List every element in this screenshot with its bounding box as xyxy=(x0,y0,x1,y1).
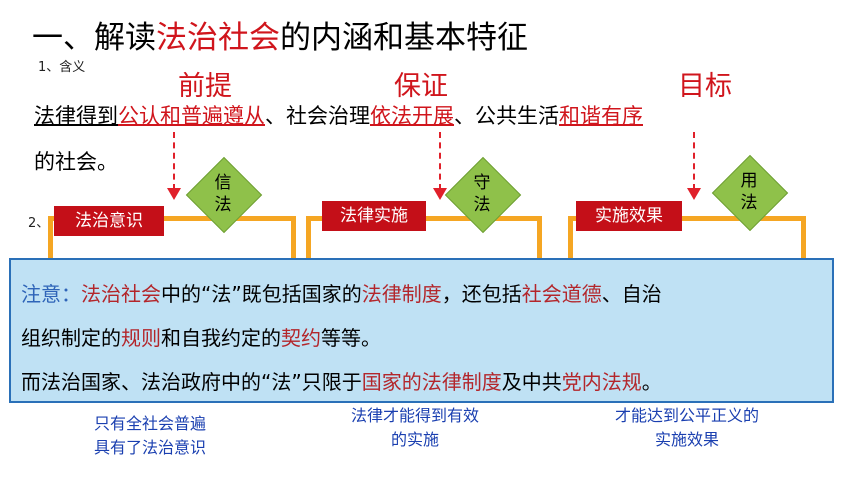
note-text: 。 xyxy=(641,370,662,394)
definition-text: 法律得到 xyxy=(34,104,118,128)
label-legal-awareness: 法治意识 xyxy=(54,206,164,236)
note-text: 、自治 xyxy=(601,282,662,306)
note-term: 法律制度 xyxy=(361,282,442,306)
arrow-down-icon xyxy=(687,188,701,200)
caption-line: 实施效果 xyxy=(654,430,719,449)
heading-premise: 前提 xyxy=(178,71,232,102)
frame-left xyxy=(306,216,311,260)
note-panel: 注意：法治社会中的“法”既包括国家的法律制度，还包括社会道德、自治 组织制定的规… xyxy=(9,258,834,403)
note-line2: 组织制定的规则和自我约定的契约等等。 xyxy=(21,322,381,351)
note-prefix: 注意： xyxy=(21,282,81,306)
caption-implementation-effect: 才能达到公平正义的 实施效果 xyxy=(584,404,790,452)
note-term: 党内法规 xyxy=(561,370,642,394)
note-term: 规则 xyxy=(121,326,161,350)
title-part1: 一、解读 xyxy=(32,20,156,56)
diamond-char: 信 xyxy=(214,173,232,193)
frame-right xyxy=(537,216,542,260)
definition-text: 、社会治理 xyxy=(265,104,370,128)
note-text: 中的“法”既包括国家的 xyxy=(161,282,362,306)
diamond-believe-law: 信 法 xyxy=(198,172,248,216)
definition-text: 、公共生活 xyxy=(454,104,559,128)
arrow-line xyxy=(693,132,695,190)
note-text: 组织制定的 xyxy=(21,326,121,350)
note-text: 和自我约定的 xyxy=(161,326,281,350)
diamond-char: 法 xyxy=(740,193,758,213)
note-term: 社会道德 xyxy=(521,282,602,306)
diamond-char: 法 xyxy=(214,195,232,215)
frame-top xyxy=(568,216,806,221)
note-term: 国家的法律制度 xyxy=(361,370,502,394)
note-text: 而法治国家、法治政府中的“法”只限于 xyxy=(21,370,362,394)
definition-goal: 和谐有序 xyxy=(559,104,643,128)
note-line3: 而法治国家、法治政府中的“法”只限于国家的法律制度及中共党内法规。 xyxy=(21,366,662,395)
frame-top xyxy=(48,216,296,221)
definition-guarantee: 依法开展 xyxy=(370,104,454,128)
heading-goal: 目标 xyxy=(678,71,732,102)
heading-guarantee: 保证 xyxy=(394,71,448,102)
frame-left xyxy=(48,216,53,260)
frame-right xyxy=(291,216,296,260)
diamond-obey-law: 守 法 xyxy=(457,172,507,216)
diamond-char: 用 xyxy=(740,171,758,191)
section2-label: 2、 xyxy=(28,216,50,231)
arrow-line xyxy=(173,132,175,190)
note-line1: 注意：法治社会中的“法”既包括国家的法律制度，还包括社会道德、自治 xyxy=(21,278,662,307)
caption-law-implementation: 法律才能得到有效 的实施 xyxy=(320,404,510,452)
title-highlight: 法治社会 xyxy=(156,20,280,56)
note-text: 等等。 xyxy=(321,326,381,350)
definition-premise: 公认和普遍遵从 xyxy=(118,104,265,128)
definition-line1: 法律得到公认和普遍遵从、社会治理依法开展、公共生活和谐有序 xyxy=(34,100,643,130)
frame-left xyxy=(568,216,573,260)
arrow-down-icon xyxy=(433,188,447,200)
caption-line: 才能达到公平正义的 xyxy=(614,406,759,425)
caption-line: 的实施 xyxy=(390,430,439,449)
note-term: 契约 xyxy=(281,326,321,350)
note-text: 及中共 xyxy=(501,370,562,394)
note-term: 法治社会 xyxy=(81,282,161,306)
label-law-implementation: 法律实施 xyxy=(322,201,426,231)
definition-line2: 的社会。 xyxy=(34,150,118,174)
arrow-line xyxy=(439,132,441,190)
page-title: 一、解读法治社会的内涵和基本特征 xyxy=(32,12,528,57)
frame-right xyxy=(801,216,806,260)
diamond-use-law: 用 法 xyxy=(724,170,774,214)
note-text: ，还包括 xyxy=(441,282,522,306)
section1-label: 1、含义 xyxy=(38,60,86,75)
caption-line: 法律才能得到有效 xyxy=(350,406,479,425)
caption-line: 只有全社会普遍 xyxy=(93,414,206,433)
caption-line: 具有了法治意识 xyxy=(93,438,206,457)
diamond-char: 法 xyxy=(473,195,491,215)
label-implementation-effect: 实施效果 xyxy=(576,201,682,231)
title-part3: 的内涵和基本特征 xyxy=(280,20,528,56)
caption-legal-awareness: 只有全社会普遍 具有了法治意识 xyxy=(62,412,238,460)
arrow-down-icon xyxy=(167,188,181,200)
diamond-char: 守 xyxy=(473,173,491,193)
